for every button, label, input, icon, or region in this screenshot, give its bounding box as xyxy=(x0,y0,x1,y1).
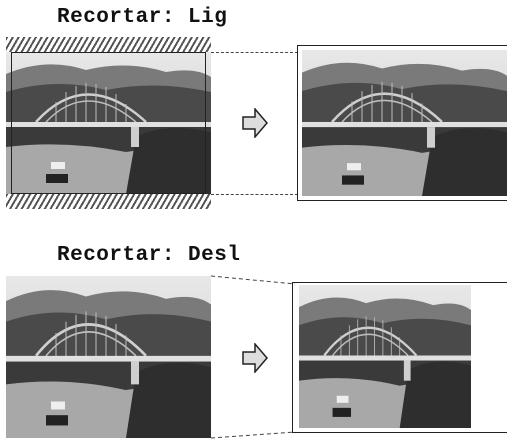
result-frame-crop-on xyxy=(297,45,507,201)
result-frame-crop-off xyxy=(292,282,507,433)
connector-diagonal-bottom xyxy=(210,431,296,439)
right-arrow-icon xyxy=(242,343,268,373)
crop-area-hatch-top xyxy=(6,37,211,52)
source-photo-crop-on xyxy=(6,52,211,194)
bridge-landscape-image xyxy=(6,276,211,438)
bridge-landscape-image xyxy=(299,285,471,428)
connector-top xyxy=(211,52,298,53)
right-arrow-icon xyxy=(242,108,268,138)
result-photo-crop-off xyxy=(299,285,471,428)
crop-off-label: Recortar: Desl xyxy=(57,244,241,267)
connector-diagonal-top xyxy=(210,275,296,285)
crop-on-label: Recortar: Lig xyxy=(57,6,228,29)
result-photo-crop-on xyxy=(302,50,507,196)
connector-bottom xyxy=(211,194,298,195)
bridge-landscape-image xyxy=(302,50,507,196)
bridge-landscape-image xyxy=(6,52,211,194)
source-photo-crop-off xyxy=(6,276,211,438)
crop-area-hatch-bottom xyxy=(6,194,211,209)
crop-frame-source xyxy=(11,52,206,194)
